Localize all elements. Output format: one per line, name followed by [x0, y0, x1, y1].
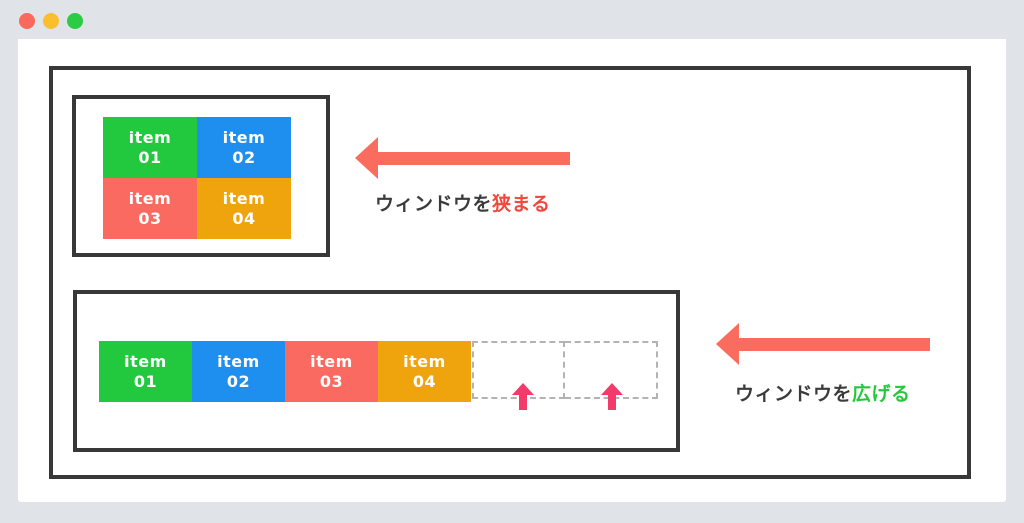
flex-item-01: item 01	[99, 341, 192, 402]
shrink-left-arrow-body	[377, 152, 570, 165]
item-label: item	[128, 127, 172, 147]
item-label: item	[217, 351, 260, 371]
caption-highlight-widen: 広げる	[852, 383, 911, 405]
grow-up-arrow-stem	[608, 395, 616, 410]
item-number: 03	[319, 371, 344, 391]
item-label: item	[403, 351, 446, 371]
shrink-left-arrow-icon	[355, 137, 378, 179]
grow-up-arrow-icon	[601, 383, 623, 395]
item-number: 02	[226, 371, 251, 391]
widen-left-arrow-icon	[716, 323, 739, 365]
flex-item-04: item 04	[378, 341, 471, 402]
flex-item-03: item 03	[285, 341, 378, 402]
item-label: item	[222, 188, 266, 208]
item-number: 01	[133, 371, 158, 391]
grow-up-arrow-stem	[519, 395, 527, 410]
caption-prefix: ウィンドウを	[735, 383, 853, 405]
item-label: item	[310, 351, 353, 371]
caption-prefix: ウィンドウを	[375, 193, 493, 215]
traffic-light-minimize-icon	[43, 13, 59, 29]
item-label: item	[124, 351, 167, 371]
item-label: item	[128, 188, 172, 208]
narrow-caption: ウィンドウを狭まる	[375, 189, 551, 216]
flex-item-02: item 02	[197, 117, 291, 178]
flex-item-04: item 04	[197, 178, 291, 239]
item-label: item	[222, 127, 266, 147]
item-number: 03	[138, 208, 162, 228]
traffic-light-zoom-icon	[67, 13, 83, 29]
item-number: 02	[232, 147, 256, 167]
flex-item-03: item 03	[103, 178, 197, 239]
item-number: 04	[232, 208, 256, 228]
widen-caption: ウィンドウを広げる	[735, 379, 911, 406]
traffic-light-close-icon	[19, 13, 35, 29]
grow-up-arrow-icon	[512, 383, 534, 395]
flex-item-02: item 02	[192, 341, 285, 402]
widen-left-arrow-body	[738, 338, 930, 351]
item-number: 01	[138, 147, 162, 167]
flex-item-01: item 01	[103, 117, 197, 178]
caption-highlight-narrow: 狭まる	[492, 193, 551, 215]
item-number: 04	[412, 371, 437, 391]
